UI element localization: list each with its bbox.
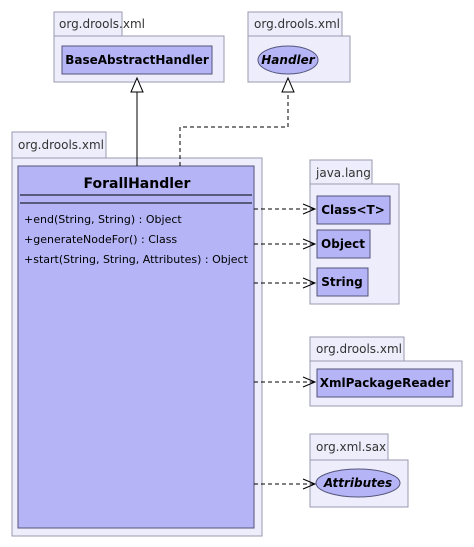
package-handler: org.drools.xml Handler (247, 11, 351, 83)
package-name: org.drools.xml (18, 138, 104, 152)
package-tab (247, 11, 343, 37)
class-base-abstract-handler[interactable] (61, 45, 213, 75)
package-name: org.drools.xml (254, 17, 340, 31)
class-forall-handler[interactable]: ForallHandler +end(String, String) : Obj… (17, 165, 255, 529)
class-name: Class<T> (321, 203, 385, 217)
dependency-arrowhead (302, 203, 317, 215)
interface-attributes[interactable] (315, 468, 401, 498)
class-name: Object (321, 237, 365, 251)
interface-name: Handler (261, 53, 316, 67)
realization-line (179, 92, 289, 166)
package-tab (309, 336, 405, 362)
realization-arrowhead (281, 76, 295, 93)
class-box[interactable] (17, 165, 255, 529)
package-tab (53, 11, 123, 37)
class-string[interactable] (316, 267, 369, 297)
package-base-abstract-handler: org.drools.xml BaseAbstractHandler (53, 11, 225, 83)
package-name: org.drools.xml (59, 17, 145, 31)
method-end: +end(String, String) : Object (24, 213, 182, 226)
dependency-class-t (254, 203, 317, 215)
generalization-base-abstract-handler (130, 76, 144, 166)
inheritance-arrowhead (130, 76, 144, 93)
package-org-xml-sax: org.xml.sax Attributes (309, 433, 409, 508)
package-name: java.lang (315, 166, 371, 180)
package-java-lang: java.lang Class<T> Object String (309, 159, 400, 305)
package-forall-handler: org.drools.xml ForallHandler +end(String… (11, 131, 263, 537)
method-generate-node-for: +generateNodeFor() : Class (24, 233, 177, 246)
method-start: +start(String, String, Attributes) : Obj… (24, 253, 249, 266)
class-name: BaseAbstractHandler (65, 53, 209, 67)
dependency-attributes (254, 478, 317, 490)
dependency-arrowhead (302, 376, 317, 388)
dependency-arrowhead (302, 277, 317, 289)
dependency-object (254, 238, 317, 250)
dependency-arrowhead (302, 238, 317, 250)
interface-name: Attributes (323, 476, 392, 490)
class-object[interactable] (316, 229, 371, 259)
package-name: org.drools.xml (316, 342, 402, 356)
dependency-string (254, 277, 317, 289)
package-name: org.xml.sax (316, 440, 386, 454)
package-tab (309, 433, 389, 461)
class-xml-package-reader[interactable] (316, 368, 454, 398)
class-name: XmlPackageReader (320, 376, 451, 390)
class-class-t[interactable] (316, 195, 391, 225)
package-tab (309, 159, 373, 185)
interface-handler[interactable] (257, 45, 319, 75)
class-title: ForallHandler (84, 176, 191, 192)
class-name: String (321, 275, 363, 289)
dependency-xml-package-reader (254, 376, 317, 388)
package-xml-package-reader: org.drools.xml XmlPackageReader (309, 336, 463, 407)
dependency-arrowhead (302, 478, 317, 490)
realization-handler (179, 76, 295, 166)
